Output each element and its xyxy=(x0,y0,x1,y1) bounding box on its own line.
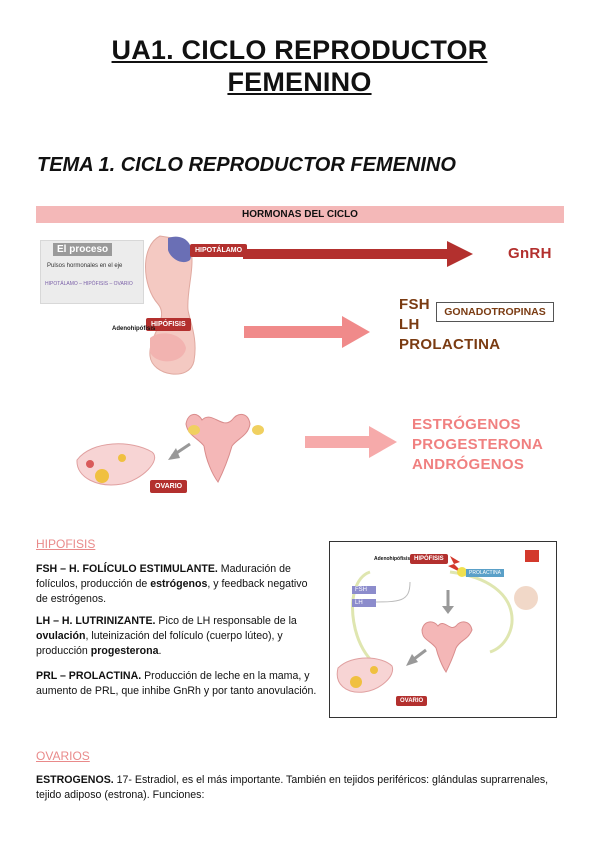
prl-title: PRL – PROLACTINA. xyxy=(36,670,142,682)
fig2-hipofisis-tag: HIPÓFISIS xyxy=(410,554,448,564)
card-title: El proceso xyxy=(53,243,113,256)
hipotalamo-tag: HIPOTÁLAMO xyxy=(190,244,248,257)
fig2-ovario-tag: OVARIO xyxy=(396,696,428,706)
gnrh-label: GnRH xyxy=(508,245,552,262)
fsh-text-2: , y feedback negativo de estrógenos. xyxy=(36,578,308,605)
lh-title: LH – H. LUTRINIZANTE. xyxy=(36,615,156,627)
adenohipofisis-label: Adenohipófisis xyxy=(112,326,156,332)
estrogenos-paragraph: ESTROGENOS. 17- Estradiol, es el más imp… xyxy=(36,773,556,803)
process-card: El proceso Pulsos hormonales en el eje H… xyxy=(40,240,144,304)
fsh-text-1: Maduración de folículos, producción de xyxy=(36,563,291,590)
fsh-bold-1: estrógenos xyxy=(150,578,208,590)
lh-bold-1: ovulación xyxy=(36,630,86,642)
page-title: UA1. CICLO REPRODUCTOR FEMENINO xyxy=(0,34,599,98)
ovario-tag: OVARIO xyxy=(150,480,188,493)
prl-text-1: Producción de leche en la mama, y aument… xyxy=(36,670,317,697)
gnrh-arrow xyxy=(243,241,473,267)
estrogenos-label: ESTRÓGENOS xyxy=(412,416,521,433)
section-title: TEMA 1. CICLO REPRODUCTOR FEMENINO xyxy=(37,154,456,176)
lh-text-3: . xyxy=(158,645,162,657)
card-line-2: HIPOTÁLAMO – HIPÓFISIS – OVARIO xyxy=(45,281,133,287)
lh-label: LH xyxy=(399,316,420,333)
fsh-paragraph: FSH – H. FOLÍCULO ESTIMULANTE. Maduració… xyxy=(36,562,318,607)
estrogenos-text: 17- Estradiol, es el más importante. Tam… xyxy=(36,774,549,801)
gonadotropins-arrow xyxy=(244,316,370,348)
hipofisis-tag: HIPÓFISIS xyxy=(146,318,191,331)
estrogenos-title: ESTROGENOS. xyxy=(36,774,114,786)
progesterona-label: PROGESTERONA xyxy=(412,436,544,453)
ovary-illustration xyxy=(76,414,264,486)
axis-figure-drawing xyxy=(336,550,539,693)
lh-paragraph: LH – H. LUTRINIZANTE. Pico de LH respons… xyxy=(36,614,318,659)
axis-figure: Adenohipófisis HIPÓFISIS PROLACTINA FSH … xyxy=(329,541,557,718)
title-line-1: UA1. CICLO REPRODUCTOR xyxy=(111,35,488,65)
androgenos-label: ANDRÓGENOS xyxy=(412,456,525,473)
hormones-band: HORMONAS DEL CICLO xyxy=(36,206,564,223)
lh-bold-2: progesterona xyxy=(90,645,159,657)
fsh-label: FSH xyxy=(399,296,430,313)
fsh-title: FSH – H. FOLÍCULO ESTIMULANTE. xyxy=(36,563,218,575)
hipofisis-heading: HIPOFISIS xyxy=(36,537,96,551)
prolactina-label: PROLACTINA xyxy=(399,336,501,353)
card-line-1: Pulsos hormonales en el eje xyxy=(47,263,123,269)
gonadotropinas-box: GONADOTROPINAS xyxy=(436,302,554,322)
ovary-hormones-arrow xyxy=(305,426,397,458)
pituitary-illustration xyxy=(145,235,196,375)
fig2-lh-tag: LH xyxy=(352,599,376,607)
fig2-prolactina-tag: PROLACTINA xyxy=(466,569,504,577)
prl-paragraph: PRL – PROLACTINA. Producción de leche en… xyxy=(36,669,318,699)
title-line-2: FEMENINO xyxy=(227,67,372,97)
fig2-fsh-tag: FSH xyxy=(352,586,376,594)
lh-text-1: Pico de LH responsable de la xyxy=(155,615,297,627)
fig2-adenohipofisis: Adenohipófisis xyxy=(374,556,411,562)
lh-text-2: , luteinización del folículo (cuerpo lút… xyxy=(36,630,283,657)
ovarios-heading: OVARIOS xyxy=(36,749,90,763)
